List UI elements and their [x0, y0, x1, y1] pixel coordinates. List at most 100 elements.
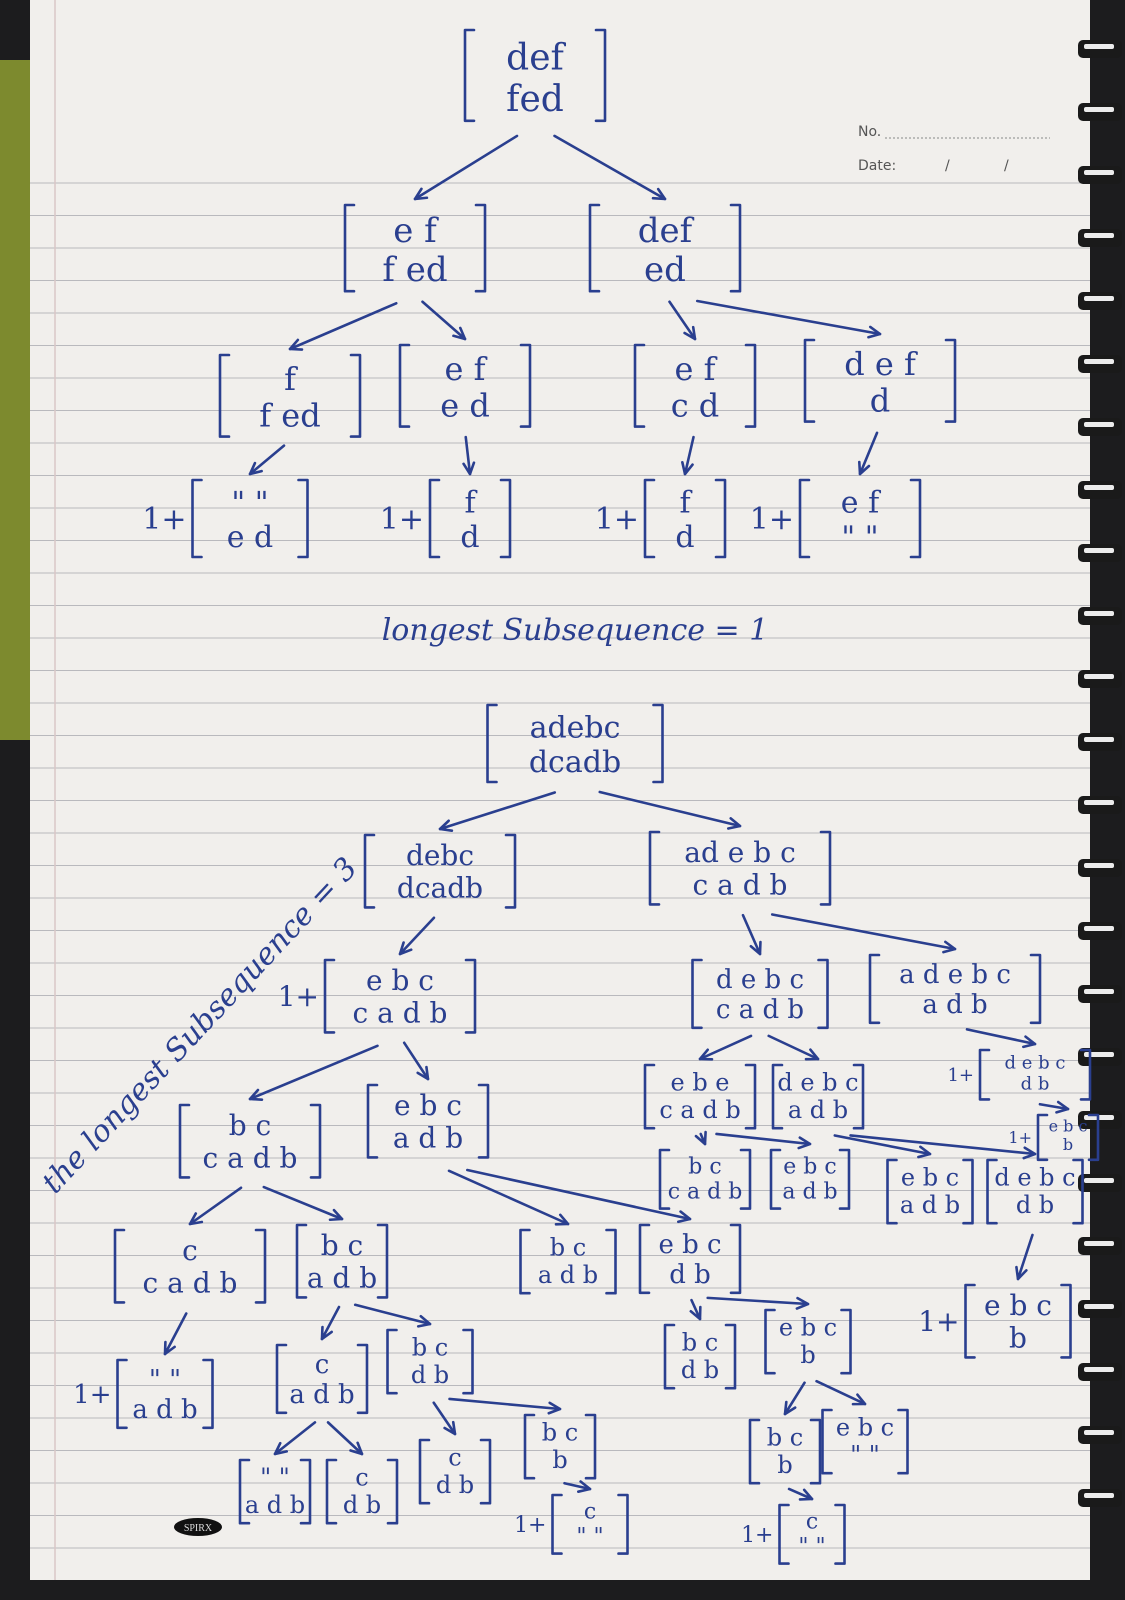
matrix-node: e b cd b	[638, 1223, 742, 1295]
brand-logo	[174, 1518, 222, 1536]
right-bracket	[254, 1228, 267, 1304]
left-bracket	[964, 1283, 976, 1359]
matrix-node: e b cb	[764, 1308, 852, 1375]
tree-arrow	[965, 1028, 1037, 1049]
bottom-string: a d b	[307, 1261, 377, 1294]
tree-arrow	[741, 913, 762, 956]
top-string: " "	[231, 486, 268, 521]
matrix-node: e ff ed	[343, 203, 487, 293]
right-bracket	[504, 833, 517, 909]
right-bracket	[817, 958, 829, 1030]
bottom-string: " "	[850, 1441, 880, 1469]
matrix-node: e b ec a d b	[643, 1063, 757, 1130]
right-bracket	[376, 1223, 389, 1299]
tree-arrow	[188, 1186, 243, 1226]
tree-arrow	[783, 1381, 806, 1416]
tree-arrow	[1038, 1100, 1070, 1114]
matrix-node: fd1+	[380, 478, 512, 559]
matrix-node: b cd b	[663, 1323, 737, 1390]
tree-arrow	[262, 1185, 344, 1222]
bottom-string: c a d b	[203, 1141, 298, 1174]
left-bracket	[771, 1063, 784, 1130]
right-bracket	[724, 1323, 737, 1390]
left-bracket	[523, 1413, 536, 1480]
left-bracket	[764, 1308, 776, 1375]
right-bracket	[1079, 1048, 1092, 1101]
bottom-string: b	[1063, 1135, 1073, 1154]
one-plus-prefix: 1+	[380, 502, 424, 537]
bottom-string: c a d b	[353, 996, 448, 1029]
left-bracket	[648, 830, 661, 906]
matrix-node: ff ed	[218, 353, 362, 438]
right-bracket	[386, 1458, 399, 1525]
left-bracket	[638, 1223, 651, 1295]
left-bracket	[868, 953, 881, 1025]
bottom-string: b	[552, 1446, 567, 1474]
matrix-node: d e b ca d b	[771, 1063, 865, 1130]
matrix-node: e b ca d b	[366, 1083, 490, 1159]
matrix-node: b cd b	[386, 1328, 474, 1395]
spiral-ring-highlight	[1084, 737, 1114, 742]
right-bracket	[519, 343, 532, 428]
left-bracket	[803, 338, 816, 423]
top-string: b c	[321, 1229, 364, 1262]
right-bracket	[819, 830, 832, 906]
tree-arrow	[273, 1421, 317, 1456]
bottom-string: a d b	[393, 1121, 463, 1154]
spiral-ring-highlight	[1084, 863, 1114, 868]
left-bracket	[295, 1223, 308, 1299]
right-bracket	[474, 203, 487, 293]
spiral-ring-highlight	[1084, 1367, 1114, 1372]
right-bracket	[840, 1308, 852, 1375]
right-bracket	[729, 203, 742, 293]
right-bracket	[479, 1438, 492, 1505]
bottom-string: d	[460, 520, 479, 555]
one-plus-prefix: 1+	[947, 1065, 974, 1086]
tree-arrow	[770, 913, 957, 954]
bottom-string: a d b	[132, 1395, 197, 1425]
right-bracket	[744, 1063, 757, 1130]
left-bracket	[463, 28, 476, 123]
left-bracket	[275, 1343, 288, 1415]
bottom-string: c a d b	[716, 995, 804, 1025]
matrix-node: ad e b cc a d b	[648, 830, 832, 906]
left-bracket	[798, 478, 811, 559]
matrix-node: fd 1+	[595, 478, 727, 559]
bottom-string: d	[675, 520, 694, 555]
left-bracket	[643, 1063, 656, 1130]
top-string: e f	[841, 486, 881, 521]
bottom-string: c d	[671, 387, 720, 425]
top-string: c	[806, 1509, 818, 1534]
bottom-string: dcadb	[397, 871, 483, 904]
bottom-string: a d b	[788, 1096, 848, 1124]
tree-arrow	[598, 790, 742, 830]
top-string: c	[448, 1444, 461, 1472]
bottom-string: a d b	[245, 1491, 305, 1519]
tree-arrow	[288, 301, 398, 351]
right-bracket	[299, 1458, 312, 1525]
spiral-ring-highlight	[1084, 611, 1114, 616]
left-bracket	[519, 1228, 531, 1295]
left-bracket	[238, 1458, 251, 1525]
tree-arrow	[833, 1134, 932, 1159]
top-string: b c	[542, 1419, 578, 1447]
bottom-string: b	[777, 1451, 792, 1479]
tree-arrow	[432, 1401, 457, 1436]
matrix-node: d e b cd b1+	[947, 1048, 1092, 1101]
tree-arrow	[695, 299, 882, 339]
bottom-string: " "	[798, 1535, 825, 1560]
spiral-ring-highlight	[1084, 1241, 1114, 1246]
top-string: b c	[550, 1234, 586, 1262]
top-string: f	[679, 486, 692, 521]
left-bracket	[363, 833, 376, 909]
bottom-string: a d b	[289, 1380, 354, 1410]
right-bracket	[499, 478, 512, 559]
left-bracket	[218, 353, 231, 438]
right-bracket	[714, 478, 727, 559]
one-plus-prefix: 1+	[595, 502, 639, 537]
one-plus-prefix: 1+	[514, 1513, 546, 1538]
date-separator: /	[945, 158, 950, 174]
